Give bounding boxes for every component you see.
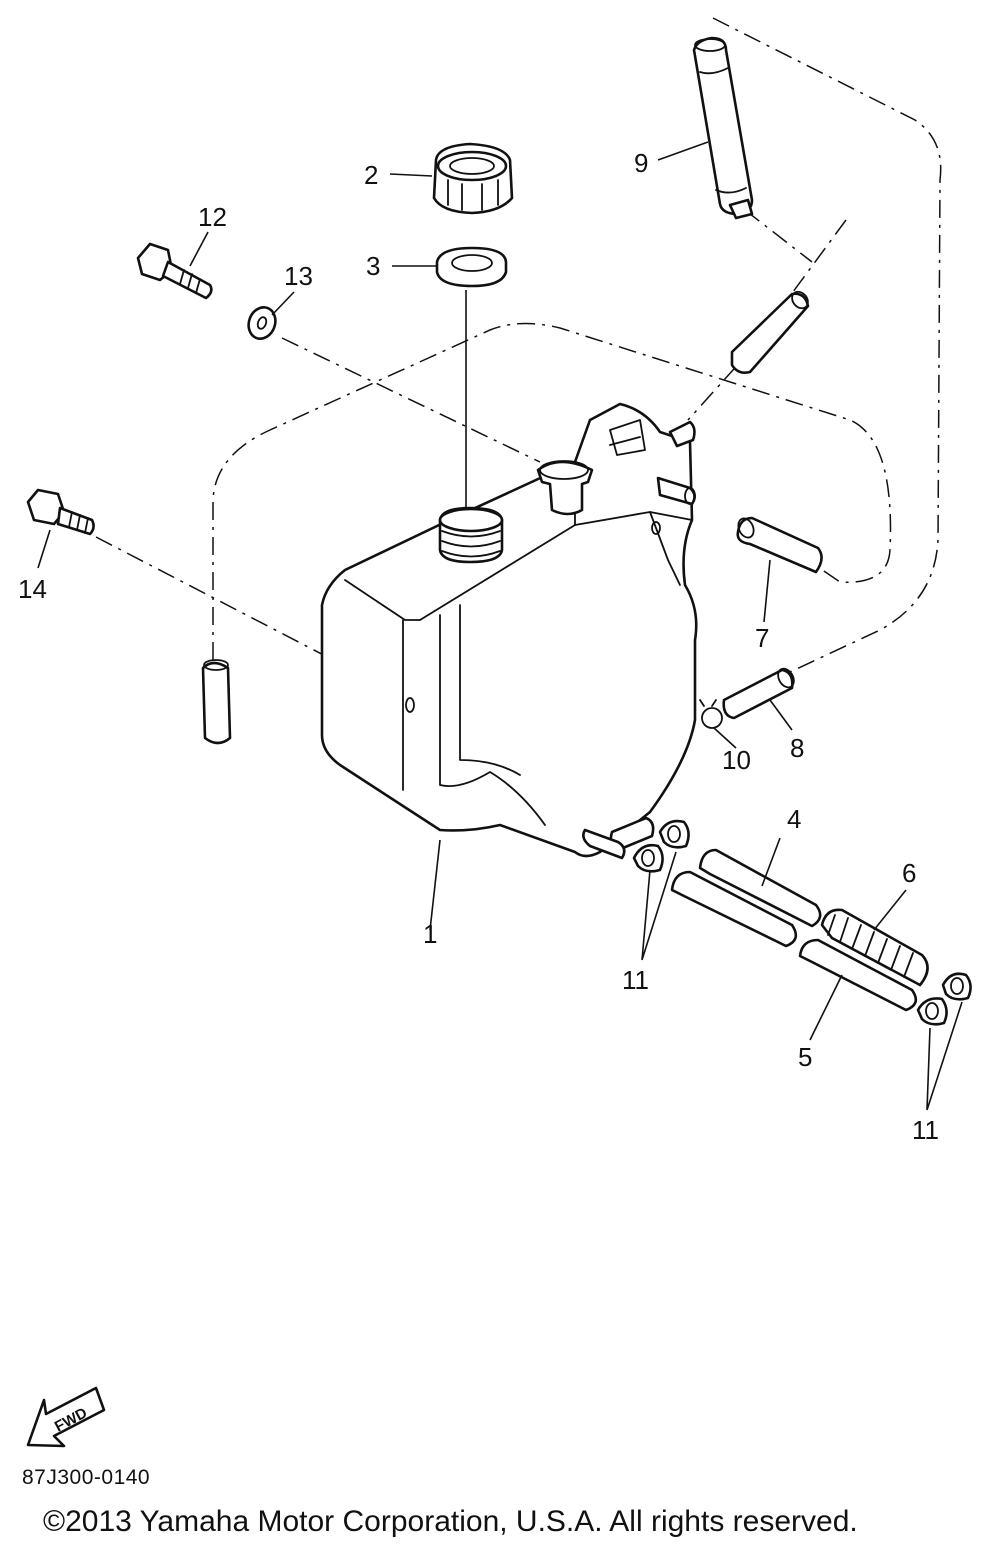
- tank-cap: [432, 142, 514, 215]
- callout-1: 1: [423, 919, 437, 949]
- callout-13: 13: [284, 261, 313, 291]
- callout-5: 5: [798, 1042, 812, 1072]
- clip-10: [699, 699, 723, 729]
- callout-3: 3: [366, 251, 380, 281]
- callout-4: 4: [787, 804, 801, 834]
- bolt-14: [26, 488, 95, 536]
- washer-13: [247, 306, 277, 340]
- callout-12: 12: [198, 202, 227, 232]
- cap-gasket: [435, 246, 508, 288]
- callout-8: 8: [790, 733, 804, 763]
- callout-2: 2: [364, 160, 378, 190]
- callout-10: 10: [722, 745, 751, 775]
- callout-7: 7: [755, 623, 769, 653]
- bolt-12: [136, 242, 213, 300]
- callout-6: 6: [902, 858, 916, 888]
- spring-6: [820, 908, 929, 987]
- fwd-arrow-icon: FWD: [26, 1386, 106, 1448]
- clamps-11-upper: [632, 819, 690, 873]
- hose-9: [692, 36, 754, 220]
- left-vertical-hose: [201, 659, 232, 745]
- clamps-11-lower: [916, 972, 972, 1026]
- callout-11-upper: 11: [622, 965, 649, 995]
- hose-7: [736, 516, 823, 574]
- copyright-notice: ©2013 Yamaha Motor Corporation, U.S.A. A…: [43, 1505, 858, 1538]
- callout-14: 14: [18, 574, 47, 604]
- hose-5: [798, 938, 918, 1012]
- callout-11-lower: 11: [912, 1115, 939, 1145]
- callout-labels: 1 2 3 4 5 6 7 8 9 10 11 11 12 13 14: [18, 148, 939, 1145]
- short-hose-upper: [730, 290, 810, 374]
- oil-tank: [320, 402, 698, 860]
- hose-8: [722, 667, 795, 720]
- diagram-code: 87J300-0140: [22, 1466, 151, 1489]
- callout-9: 9: [634, 148, 648, 178]
- hose-4: [670, 848, 822, 948]
- leader-lines: [37, 141, 963, 1111]
